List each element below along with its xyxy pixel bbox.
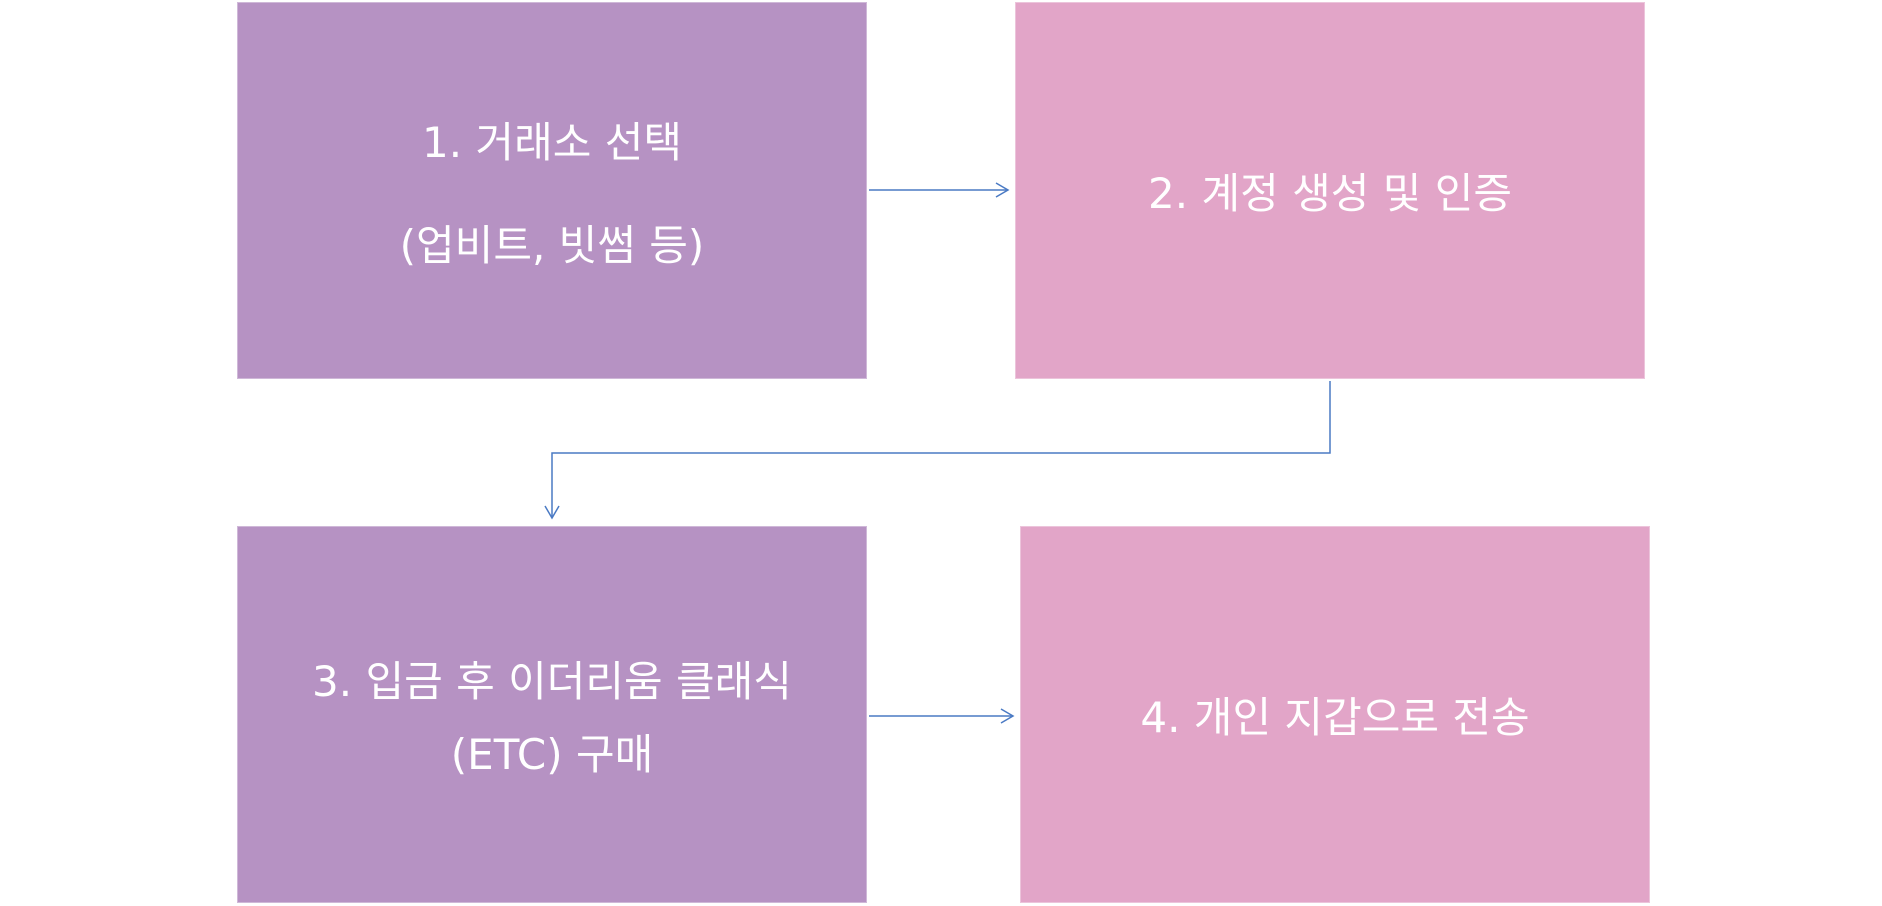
step-4-title: 4. 개인 지갑으로 전송 [1140,693,1530,742]
step-3-box: 3. 입금 후 이더리움 클래식 (ETC) 구매 [237,526,867,903]
arrow-right-icon [1000,708,1015,724]
step-4-box: 4. 개인 지갑으로 전송 [1020,526,1650,903]
connector-3-4 [869,708,1015,724]
step-2-box: 2. 계정 생성 및 인증 [1015,2,1645,379]
step-3-title: 3. 입금 후 이더리움 클래식 [312,656,792,706]
step-1-subtitle: (업비트, 빗썸 등) [399,220,705,270]
step-3-subtitle: (ETC) 구매 [450,729,654,779]
connector-2-3 [544,381,1331,520]
step-1-box: 1. 거래소 선택 (업비트, 빗썸 등) [237,2,867,379]
arrow-down-icon [544,505,560,520]
arrow-right-icon [995,182,1010,198]
step-2-title: 2. 계정 생성 및 인증 [1148,169,1512,218]
step-1-title: 1. 거래소 선택 [422,117,682,167]
connector-1-2 [869,182,1010,198]
